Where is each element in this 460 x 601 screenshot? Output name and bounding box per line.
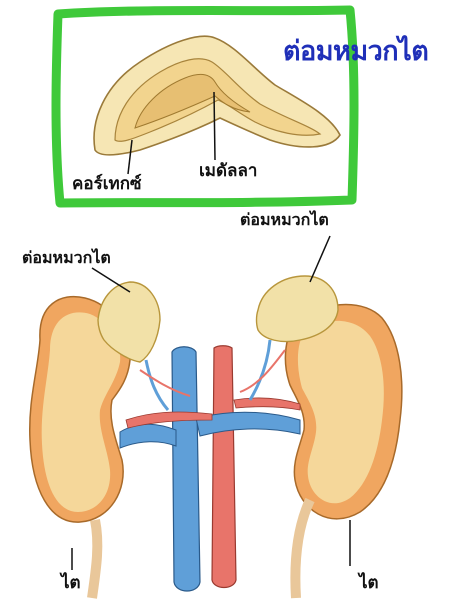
label-medulla: เมดัลลา bbox=[199, 163, 257, 180]
title-adrenal-gland: ต่อมหมวกไต bbox=[283, 38, 428, 65]
right-adrenal-pointer bbox=[310, 236, 330, 282]
right-adrenal bbox=[257, 236, 339, 342]
medulla-pointer bbox=[214, 92, 215, 160]
left-adrenal-pointer bbox=[92, 268, 130, 292]
label-kidney-left: ไต bbox=[61, 575, 81, 592]
blood-vessels bbox=[120, 340, 300, 591]
label-cortex: คอร์เทกซ์ bbox=[72, 176, 142, 193]
right-kidney bbox=[285, 305, 401, 599]
label-adrenal-right: ต่อมหมวกไต bbox=[240, 212, 329, 228]
label-kidney-right: ไต bbox=[359, 575, 379, 592]
label-adrenal-left: ต่อมหมวกไต bbox=[22, 250, 111, 266]
